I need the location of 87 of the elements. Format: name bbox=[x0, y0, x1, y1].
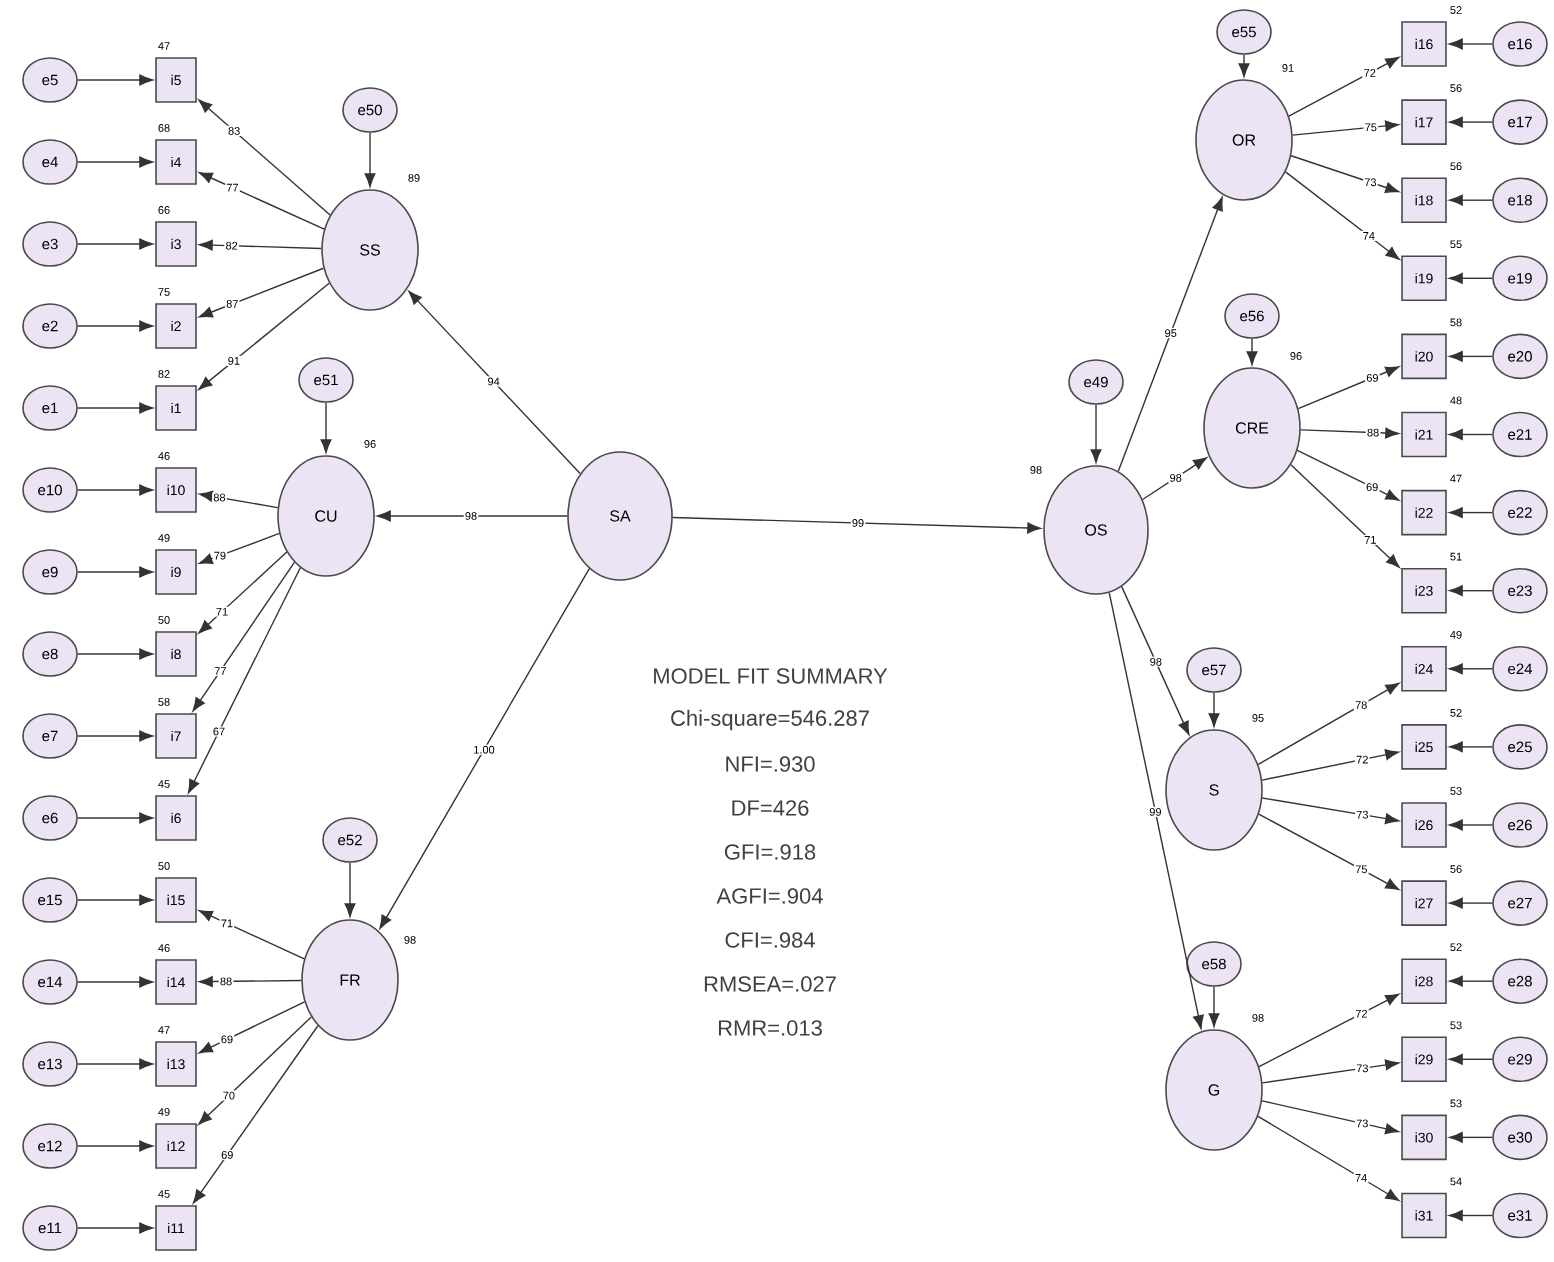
arrow bbox=[1090, 404, 1102, 463]
arrow bbox=[77, 730, 154, 742]
arrow bbox=[1449, 897, 1493, 909]
arrow bbox=[1246, 338, 1258, 365]
arrow bbox=[408, 290, 581, 475]
arrow bbox=[1449, 1131, 1493, 1143]
fit-summary-line: CFI=.984 bbox=[725, 932, 815, 948]
arrow bbox=[364, 132, 376, 187]
arrow bbox=[192, 561, 296, 712]
arrow bbox=[77, 1140, 154, 1152]
arrow bbox=[1261, 1059, 1400, 1084]
arrow bbox=[199, 976, 302, 988]
fit-summary-line: DF=426 bbox=[732, 800, 809, 816]
arrow bbox=[77, 648, 154, 660]
arrow bbox=[1449, 1053, 1493, 1065]
arrow bbox=[198, 282, 330, 390]
arrow bbox=[1449, 663, 1493, 675]
arrow bbox=[77, 320, 154, 332]
arrow bbox=[377, 510, 568, 522]
arrow bbox=[1290, 464, 1400, 568]
arrow bbox=[320, 402, 332, 453]
arrow bbox=[198, 490, 279, 509]
arrow bbox=[1449, 272, 1493, 284]
arrow bbox=[1121, 585, 1190, 736]
arrow bbox=[1449, 194, 1493, 206]
arrow bbox=[1261, 797, 1400, 825]
arrow bbox=[198, 910, 305, 960]
arrow bbox=[77, 976, 154, 988]
arrow bbox=[1258, 993, 1400, 1068]
arrow bbox=[198, 99, 331, 216]
arrow bbox=[198, 267, 325, 318]
arrow bbox=[77, 894, 154, 906]
arrow bbox=[1141, 457, 1208, 501]
arrow bbox=[198, 1001, 306, 1054]
fit-summary-line: RMSEA=.027 bbox=[704, 976, 836, 992]
arrow bbox=[1449, 819, 1493, 831]
arrow bbox=[1257, 1115, 1400, 1202]
arrow bbox=[672, 516, 1042, 534]
arrow bbox=[198, 1016, 312, 1125]
arrow bbox=[77, 1058, 154, 1070]
arrow bbox=[1300, 427, 1399, 439]
arrow bbox=[1291, 120, 1400, 136]
arrow bbox=[77, 238, 154, 250]
arrow bbox=[1449, 507, 1493, 519]
arrow bbox=[1297, 366, 1400, 410]
arrow bbox=[344, 862, 356, 917]
arrow bbox=[1288, 56, 1400, 117]
arrow bbox=[1449, 975, 1493, 987]
arrow bbox=[77, 484, 154, 496]
arrow bbox=[1261, 749, 1400, 781]
arrow bbox=[1449, 429, 1493, 440]
arrow bbox=[1258, 813, 1400, 891]
arrow bbox=[77, 156, 154, 168]
fit-summary-line: GFI=.918 bbox=[724, 844, 816, 860]
arrow bbox=[77, 566, 154, 578]
fit-summary-line: AGFI=.904 bbox=[716, 888, 823, 904]
fit-summary-line: Chi-square=546.287 bbox=[671, 709, 869, 731]
arrow bbox=[1449, 116, 1493, 128]
arrow bbox=[1284, 171, 1400, 260]
arrow bbox=[1449, 350, 1493, 362]
arrow bbox=[77, 402, 154, 414]
arrow bbox=[1208, 692, 1220, 727]
fit-summary-line: RMR=.013 bbox=[718, 1020, 822, 1036]
arrow bbox=[77, 74, 154, 86]
arrow bbox=[1117, 196, 1223, 472]
arrow bbox=[1261, 1100, 1400, 1135]
arrow bbox=[199, 239, 322, 251]
arrow bbox=[192, 1025, 319, 1204]
arrow bbox=[1449, 38, 1493, 50]
arrow bbox=[198, 551, 288, 634]
arrow bbox=[77, 1222, 154, 1234]
fit-summary-line: NFI=.930 bbox=[726, 756, 815, 772]
arrow bbox=[1290, 155, 1400, 193]
arrow bbox=[1296, 449, 1400, 501]
arrow bbox=[1257, 682, 1400, 766]
arrow bbox=[187, 567, 302, 794]
arrow bbox=[1449, 1210, 1493, 1221]
arrow bbox=[1449, 741, 1493, 753]
arrow bbox=[198, 532, 280, 565]
arrow bbox=[77, 812, 154, 824]
arrow bbox=[379, 568, 591, 929]
fit-summary-line: MODEL FIT SUMMARY bbox=[654, 668, 888, 684]
arrow bbox=[1208, 986, 1220, 1027]
arrow bbox=[198, 171, 325, 230]
arrow bbox=[1449, 585, 1493, 597]
arrow bbox=[1108, 592, 1204, 1030]
arrow bbox=[1238, 54, 1250, 77]
